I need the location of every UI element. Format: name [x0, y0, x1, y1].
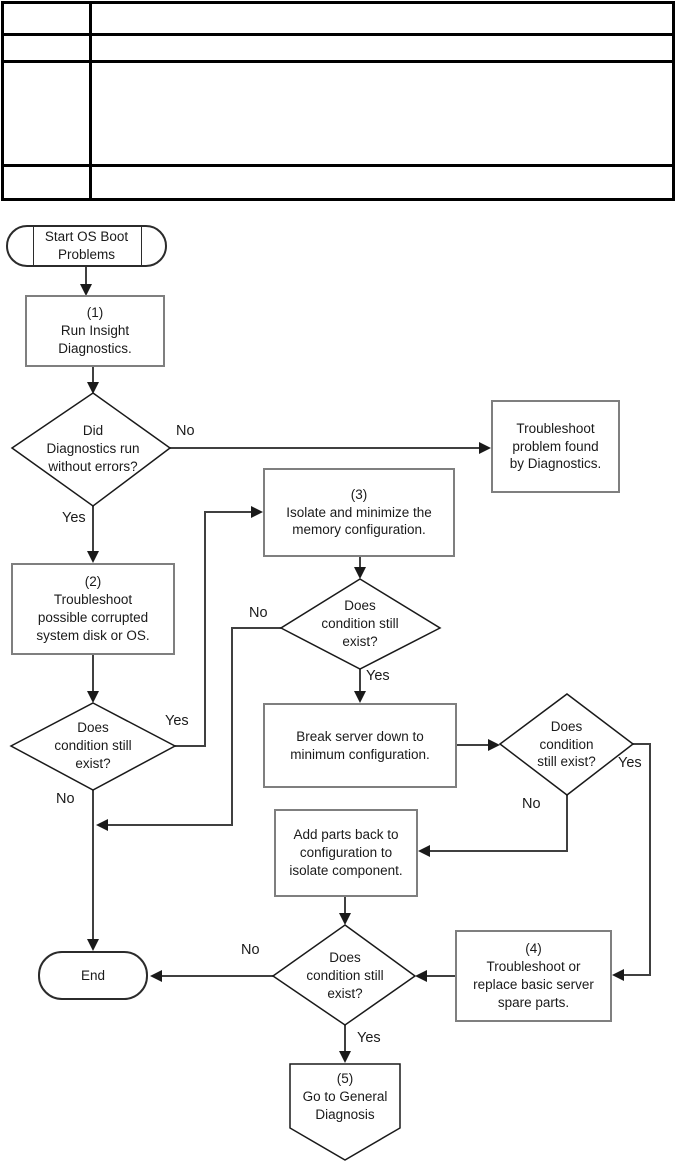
- reference-table: [1, 1, 675, 201]
- process-label: Add parts back to: [293, 827, 399, 843]
- process-label: spare parts.: [497, 994, 570, 1010]
- step-number: (1): [86, 305, 104, 321]
- process-run-insight-diagnostics: (1) Run Insight Diagnostics.: [25, 295, 165, 367]
- end-label: End: [80, 967, 106, 983]
- edge-label-yes: Yes: [357, 1030, 381, 1046]
- process-add-parts-back: Add parts back to configuration to isola…: [274, 809, 418, 897]
- process-label: Break server down to: [296, 728, 424, 744]
- decision-condition-bottom-shape: [271, 924, 417, 1026]
- process-break-server-down: Break server down to minimum configurati…: [263, 703, 457, 788]
- edge-label-yes: Yes: [165, 713, 189, 729]
- table-cell: [92, 4, 672, 36]
- table-cell: [4, 167, 92, 198]
- arrowheads: [80, 284, 624, 1063]
- edge-label-yes: Yes: [62, 510, 86, 526]
- terminal-bar: [141, 227, 142, 265]
- process-label: memory configuration.: [292, 522, 426, 538]
- step-number: (3): [350, 486, 368, 502]
- decision-diagnostics-errors-shape: [10, 392, 172, 507]
- process-label: possible corrupted: [37, 610, 149, 625]
- edge-label-yes: Yes: [366, 668, 390, 684]
- process-isolate-memory: (3) Isolate and minimize the memory conf…: [263, 468, 455, 557]
- decision-condition-left-shape: [9, 702, 177, 791]
- process-label: Run Insight: [60, 323, 130, 339]
- edge-label-no: No: [176, 423, 195, 439]
- table-cell: [4, 4, 92, 36]
- process-label: by Diagnostics.: [509, 456, 602, 472]
- table-cell: [92, 167, 672, 198]
- process-label: Troubleshoot: [53, 592, 133, 608]
- start-terminal: Start OS Boot Problems: [6, 225, 167, 267]
- table-cell: [4, 36, 92, 63]
- start-label: Problems: [57, 247, 116, 262]
- process-label: replace basic server: [473, 977, 594, 992]
- process-label: system disk or OS.: [36, 627, 150, 643]
- edge-label-no: No: [56, 791, 75, 807]
- table-cell: [92, 36, 672, 63]
- process-label: Diagnostics.: [58, 340, 132, 356]
- process-label: configuration to: [299, 845, 393, 861]
- process-replace-spare-parts: (4) Troubleshoot or replace basic server…: [455, 930, 612, 1022]
- decision-condition-mid-shape: [279, 578, 442, 670]
- step-number: (4): [525, 941, 542, 957]
- decision-condition-right-shape: [498, 693, 635, 796]
- process-label: Troubleshoot: [516, 420, 595, 436]
- table-cell: [4, 63, 92, 167]
- table-cell: [92, 63, 672, 167]
- offpage-connector-shape: [289, 1063, 401, 1161]
- start-label: Start OS Boot: [44, 229, 129, 245]
- end-terminal: End: [38, 951, 148, 1000]
- edge-label-no: No: [522, 796, 541, 812]
- step-number: (2): [84, 574, 102, 590]
- edge-label-yes: Yes: [618, 755, 642, 771]
- process-troubleshoot-system-disk: (2) Troubleshoot possible corrupted syst…: [11, 563, 175, 655]
- process-label: problem found: [512, 438, 599, 454]
- process-troubleshoot-diagnostics-problem: Troubleshoot problem found by Diagnostic…: [491, 400, 620, 493]
- process-label: Isolate and minimize the: [286, 504, 432, 520]
- process-label: isolate component.: [289, 862, 403, 878]
- process-label: Troubleshoot or: [486, 959, 581, 975]
- terminal-bar: [33, 227, 34, 265]
- edge-label-no: No: [241, 942, 260, 958]
- edge-label-no: No: [249, 605, 268, 621]
- process-label: minimum configuration.: [290, 746, 430, 762]
